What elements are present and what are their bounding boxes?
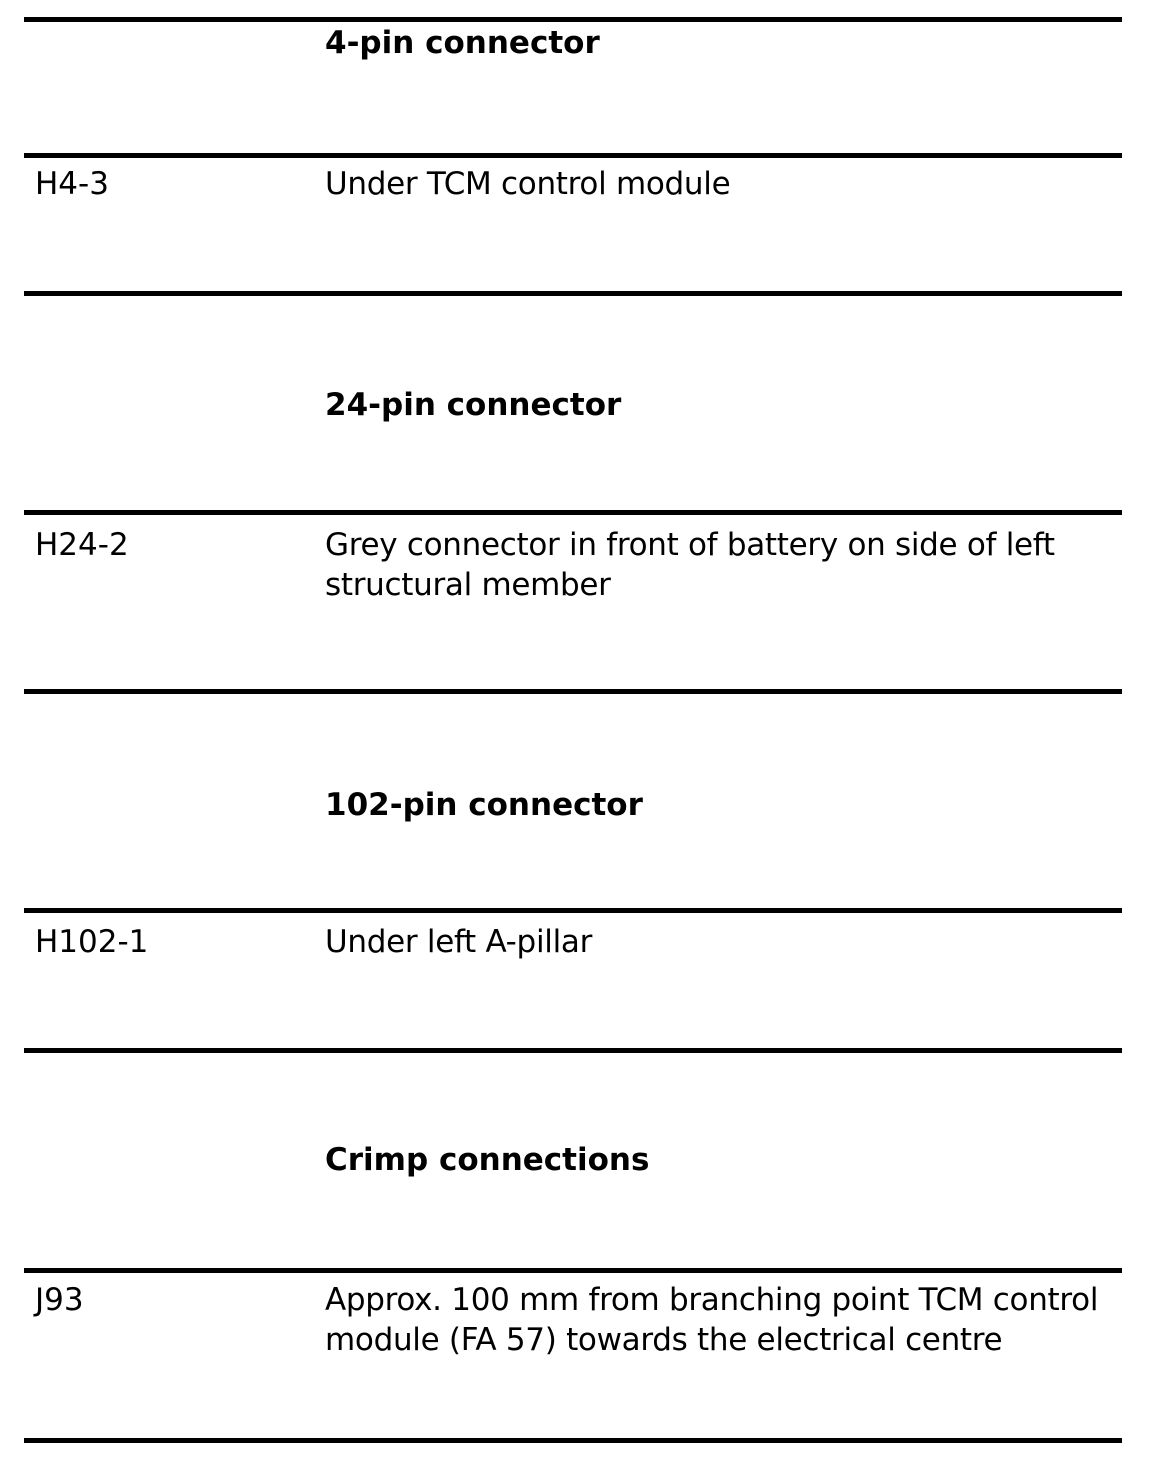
section-header-row-crimp: Crimp connections bbox=[24, 1053, 1122, 1273]
connector-location: Approx. 100 mm from branching point TCM … bbox=[325, 1282, 1099, 1358]
connector-location: Under TCM control module bbox=[325, 166, 731, 202]
connector-code: J93 bbox=[35, 1282, 84, 1318]
section-header-row-102pin: 102-pin connector bbox=[24, 694, 1122, 913]
table-row: J93 Approx. 100 mm from branching point … bbox=[24, 1273, 1122, 1443]
section-title: 102-pin connector bbox=[325, 787, 643, 823]
connector-code: H4-3 bbox=[35, 166, 109, 202]
table-row: H24-2 Grey connector in front of battery… bbox=[24, 515, 1122, 694]
connector-code: H24-2 bbox=[35, 527, 129, 563]
section-title: 24-pin connector bbox=[325, 387, 622, 423]
connector-location: Under left A-pillar bbox=[325, 924, 593, 960]
connector-location-table: 4-pin connector H4-3 Under TCM control m… bbox=[24, 17, 1122, 1443]
section-header-row-24pin: 24-pin connector bbox=[24, 296, 1122, 515]
connector-location: Grey connector in front of battery on si… bbox=[325, 527, 1055, 603]
section-header-row-4pin: 4-pin connector bbox=[24, 22, 1122, 158]
table-row: H102-1 Under left A-pillar bbox=[24, 913, 1122, 1053]
connector-code: H102-1 bbox=[35, 924, 149, 960]
section-title: Crimp connections bbox=[325, 1142, 650, 1178]
section-title: 4-pin connector bbox=[325, 25, 600, 61]
table-row: H4-3 Under TCM control module bbox=[24, 158, 1122, 296]
